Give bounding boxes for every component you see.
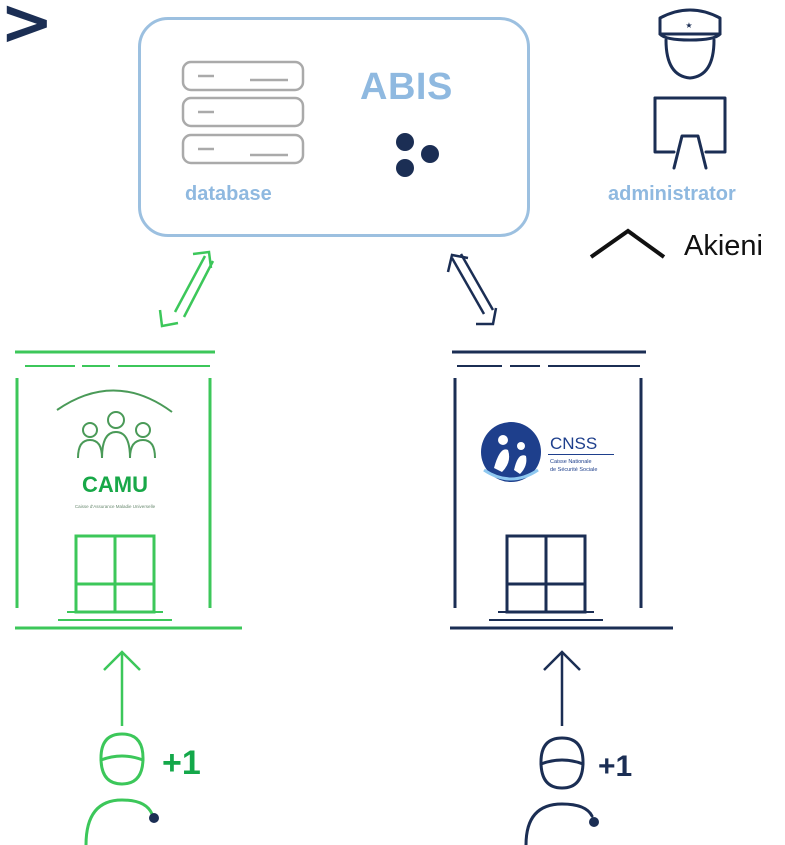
sync-arrow-navy-icon [446, 253, 498, 326]
cnss-logo-emblem [481, 422, 541, 482]
camu-logo-text: CAMU [82, 472, 148, 497]
camu-logo-subtitle: Caisse d'Assurance Maladie Universelle [75, 504, 156, 509]
sync-arrow-green-icon [158, 250, 215, 328]
arrow-up-navy-icon [543, 650, 581, 726]
administrator-icon [653, 8, 727, 170]
user-status-dot-green [149, 813, 159, 823]
camu-building [15, 350, 242, 630]
server-stack-icon [181, 60, 305, 165]
chevron-right-icon: > [0, 0, 54, 60]
abis-dots-icon [396, 133, 439, 177]
cnss-logo-subtitle-1: Caisse Nationale [550, 459, 592, 465]
arrow-up-green-icon [103, 650, 141, 726]
user-plus-one-badge: +1 [598, 750, 633, 783]
abis-title: ABIS [360, 66, 453, 108]
user-plus-one-badge: +1 [162, 744, 201, 782]
cnss-logo-text: CNSS [550, 434, 597, 453]
abis-database-box [138, 17, 530, 237]
cnss-logo-subtitle-2: de Sécurité Sociale [550, 467, 597, 473]
cnss-logo-rule [548, 454, 614, 455]
cnss-building [450, 350, 673, 630]
akieni-brand: Akieni [684, 230, 763, 262]
user-icon-navy [524, 736, 594, 845]
akieni-logo-icon [589, 228, 666, 259]
database-label: database [185, 183, 272, 205]
admin-cap-badge: ★ [685, 21, 692, 30]
camu-logo [56, 389, 173, 459]
user-status-dot-navy [589, 817, 599, 827]
user-icon-green [84, 732, 154, 845]
administrator-label: administrator [608, 183, 736, 205]
